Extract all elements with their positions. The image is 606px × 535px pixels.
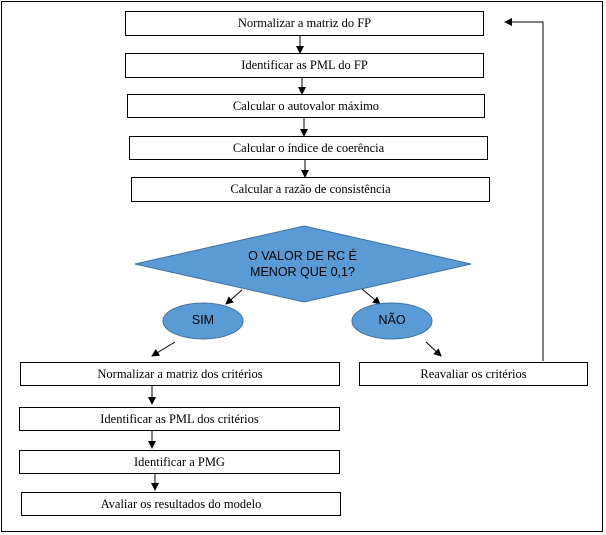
step-normalize-criteria: Normalizar a matriz dos critérios [20, 362, 340, 386]
step-identify-pmg: Identificar a PMG [19, 450, 340, 474]
step-coherence-index: Calcular o índice de coerência [129, 136, 488, 160]
step-identify-pml-fp: Identificar as PML do FP [125, 53, 484, 78]
yes-label: SIM [191, 313, 215, 327]
step-normalize-fp: Normalizar a matriz do FP [125, 11, 484, 36]
arrow-no-step [425, 341, 442, 357]
decision-line-1: O VALOR DE RC É [248, 249, 357, 263]
arrow-decision-no [361, 288, 381, 305]
decision-diamond [134, 225, 472, 303]
step-reevaluate-criteria: Reavaliar os critérios [359, 362, 588, 386]
loop-back-arrow [504, 18, 544, 361]
decision-label: O VALOR DE RC É MENOR QUE 0,1? [200, 248, 405, 280]
arrow-yes-step [151, 341, 176, 357]
step-consistency-ratio: Calcular a razão de consistência [131, 177, 490, 202]
yes-oval [162, 302, 244, 340]
step-max-eigenvalue: Calcular o autovalor máximo [127, 94, 485, 118]
no-oval [351, 302, 433, 340]
step-evaluate-results: Avaliar os resultados do modelo [21, 492, 341, 516]
arrow-decision-yes [225, 289, 243, 305]
step-identify-pml-criteria: Identificar as PML dos critérios [19, 407, 340, 431]
no-label: NÃO [378, 313, 406, 327]
decision-line-2: MENOR QUE 0,1? [250, 265, 355, 279]
